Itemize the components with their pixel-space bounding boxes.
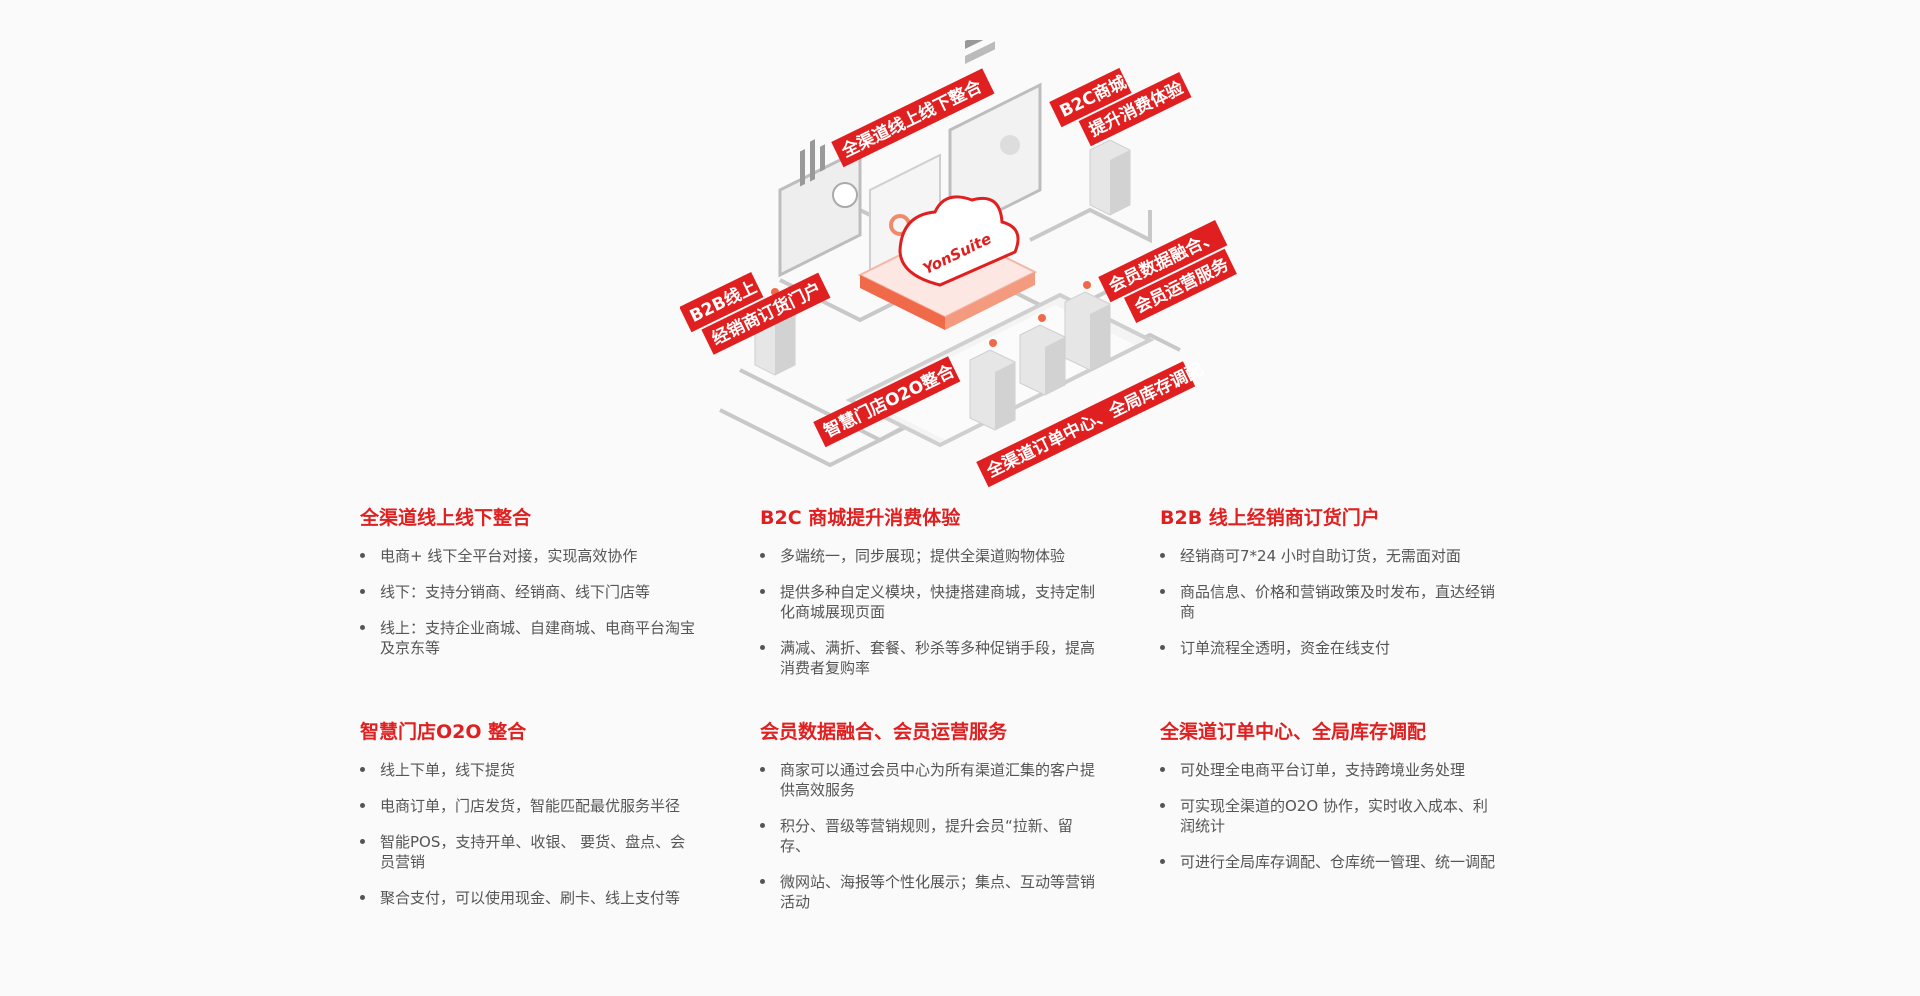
feature-title: 智慧门店O2O 整合 xyxy=(360,721,527,743)
list-item: 可处理全电商平台订单，支持跨境业务处理 xyxy=(1160,760,1500,780)
list-item: 线上下单，线下提货 xyxy=(360,760,700,780)
feature-title: 会员数据融合、会员运营服务 xyxy=(760,721,1008,743)
list-item: 电商订单，门店发货，智能匹配最优服务半径 xyxy=(360,796,700,816)
feature-block-b2b: B2B 线上经销商订货门户 经销商可7*24 小时自助订货，无需面对面 商品信息… xyxy=(1160,506,1530,674)
list-item: 智能POS，支持开单、收银、 要货、盘点、会员营销 xyxy=(360,832,700,872)
feature-title: 全渠道订单中心、全局库存调配 xyxy=(1160,721,1427,743)
list-item: 商品信息、价格和营销政策及时发布，直达经销商 xyxy=(1160,582,1500,622)
list-item: 经销商可7*24 小时自助订货，无需面对面 xyxy=(1160,546,1500,566)
feature-block-member: 会员数据融合、会员运营服务 商家可以通过会员中心为所有渠道汇集的客户提供高效服务… xyxy=(760,720,1130,928)
feature-block-order-center: 全渠道订单中心、全局库存调配 可处理全电商平台订单，支持跨境业务处理 可实现全渠… xyxy=(1160,720,1530,888)
tag-member: 会员数据融合、 会员运营服务 xyxy=(1098,220,1237,324)
list-item: 微网站、海报等个性化展示；集点、互动等营销活动 xyxy=(760,872,1100,912)
list-item: 提供多种自定义模块，快捷搭建商城，支持定制化商城展现页面 xyxy=(760,582,1100,622)
cube-phone-3 xyxy=(1064,281,1111,371)
feature-list: 经销商可7*24 小时自助订货，无需面对面 商品信息、价格和营销政策及时发布，直… xyxy=(1160,546,1530,658)
feature-list: 商家可以通过会员中心为所有渠道汇集的客户提供高效服务 积分、晋级等营销规则，提升… xyxy=(760,760,1130,912)
dashboard-panel-left xyxy=(778,139,862,278)
list-item: 线上：支持企业商城、自建商城、电商平台淘宝及京东等 xyxy=(360,618,700,658)
feature-list: 电商+ 线下全平台对接，实现高效协作 线下：支持分销商、经销商、线下门店等 线上… xyxy=(360,546,730,658)
list-item: 商家可以通过会员中心为所有渠道汇集的客户提供高效服务 xyxy=(760,760,1100,800)
feature-title: B2B 线上经销商订货门户 xyxy=(1160,507,1380,529)
list-item: 聚合支付，可以使用现金、刷卡、线上支付等 xyxy=(360,888,730,908)
feature-block-omni-channel: 全渠道线上线下整合 电商+ 线下全平台对接，实现高效协作 线下：支持分销商、经销… xyxy=(360,506,730,674)
feature-block-o2o: 智慧门店O2O 整合 线上下单，线下提货 电商订单，门店发货，智能匹配最优服务半… xyxy=(360,720,730,924)
cube-phone-2 xyxy=(1019,314,1066,396)
list-item: 多端统一，同步展现；提供全渠道购物体验 xyxy=(760,546,1100,566)
feature-title: B2C 商城提升消费体验 xyxy=(760,507,961,529)
feature-block-b2c: B2C 商城提升消费体验 多端统一，同步展现；提供全渠道购物体验 提供多种自定义… xyxy=(760,506,1130,694)
tag-b2c: B2C商城 提升消费体验 xyxy=(1049,67,1192,147)
feature-list: 线上下单，线下提货 电商订单，门店发货，智能匹配最优服务半径 智能POS，支持开… xyxy=(360,760,730,908)
list-item: 满减、满折、套餐、秒杀等多种促销手段，提高消费者复购率 xyxy=(760,638,1100,678)
feature-list: 多端统一，同步展现；提供全渠道购物体验 提供多种自定义模块，快捷搭建商城，支持定… xyxy=(760,546,1130,678)
cube-phone-1 xyxy=(969,339,1016,431)
yonsuite-platform: YonSuite xyxy=(857,195,1038,330)
feature-title: 全渠道线上线下整合 xyxy=(360,507,532,529)
list-item: 可实现全渠道的O2O 协作，实时收入成本、利润统计 xyxy=(1160,796,1500,836)
feature-list: 可处理全电商平台订单，支持跨境业务处理 可实现全渠道的O2O 协作，实时收入成本… xyxy=(1160,760,1530,872)
list-item: 订单流程全透明，资金在线支付 xyxy=(1160,638,1500,658)
yonsuite-ecosystem-illustration: YonSuite xyxy=(680,40,1237,488)
list-item: 电商+ 线下全平台对接，实现高效协作 xyxy=(360,546,700,566)
list-item: 线下：支持分销商、经销商、线下门店等 xyxy=(360,582,700,602)
list-item: 可进行全局库存调配、仓库统一管理、统一调配 xyxy=(1160,852,1500,872)
list-item: 积分、晋级等营销规则，提升会员“拉新、留存、 xyxy=(760,816,1100,856)
